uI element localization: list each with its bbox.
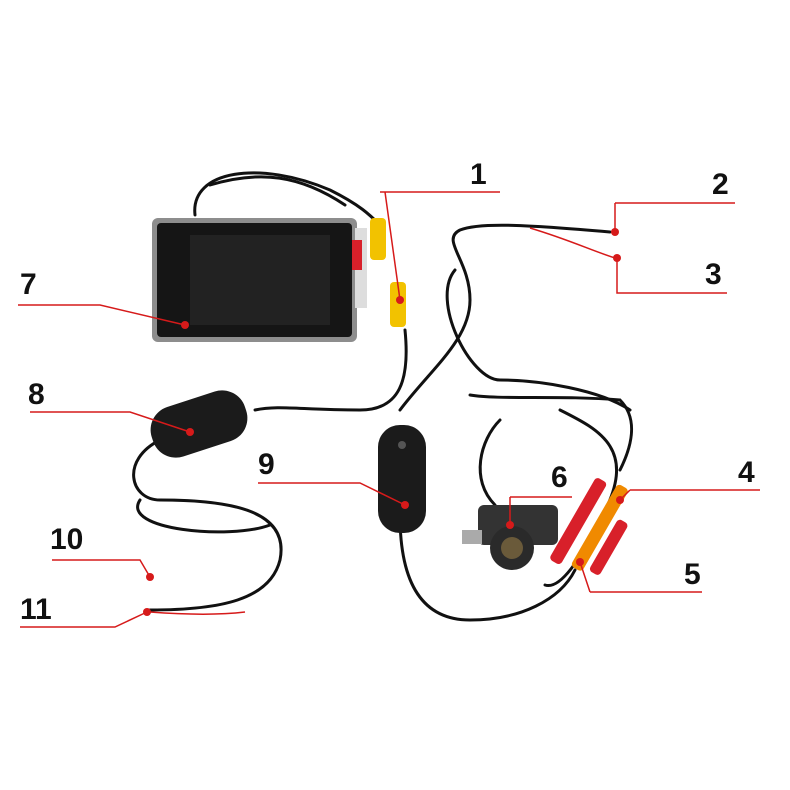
callout-7: 7 (20, 268, 37, 301)
callout-10: 10 (50, 523, 84, 556)
leader-lines (18, 191, 760, 628)
callout-6: 6 (551, 461, 568, 494)
callout-8: 8 (28, 378, 45, 411)
callout-3: 3 (705, 258, 722, 291)
callout-9: 9 (258, 448, 275, 481)
callout-5: 5 (684, 558, 701, 591)
callout-1: 1 (470, 158, 487, 191)
monitor-image (152, 218, 367, 342)
leader-dots (143, 228, 624, 616)
receiver-image (150, 390, 248, 458)
callout-2: 2 (712, 168, 729, 201)
cables (132, 171, 634, 622)
transmitter-image (378, 425, 426, 533)
camera-image (462, 505, 558, 570)
callout-11: 11 (20, 593, 52, 626)
callout-4: 4 (738, 456, 755, 489)
